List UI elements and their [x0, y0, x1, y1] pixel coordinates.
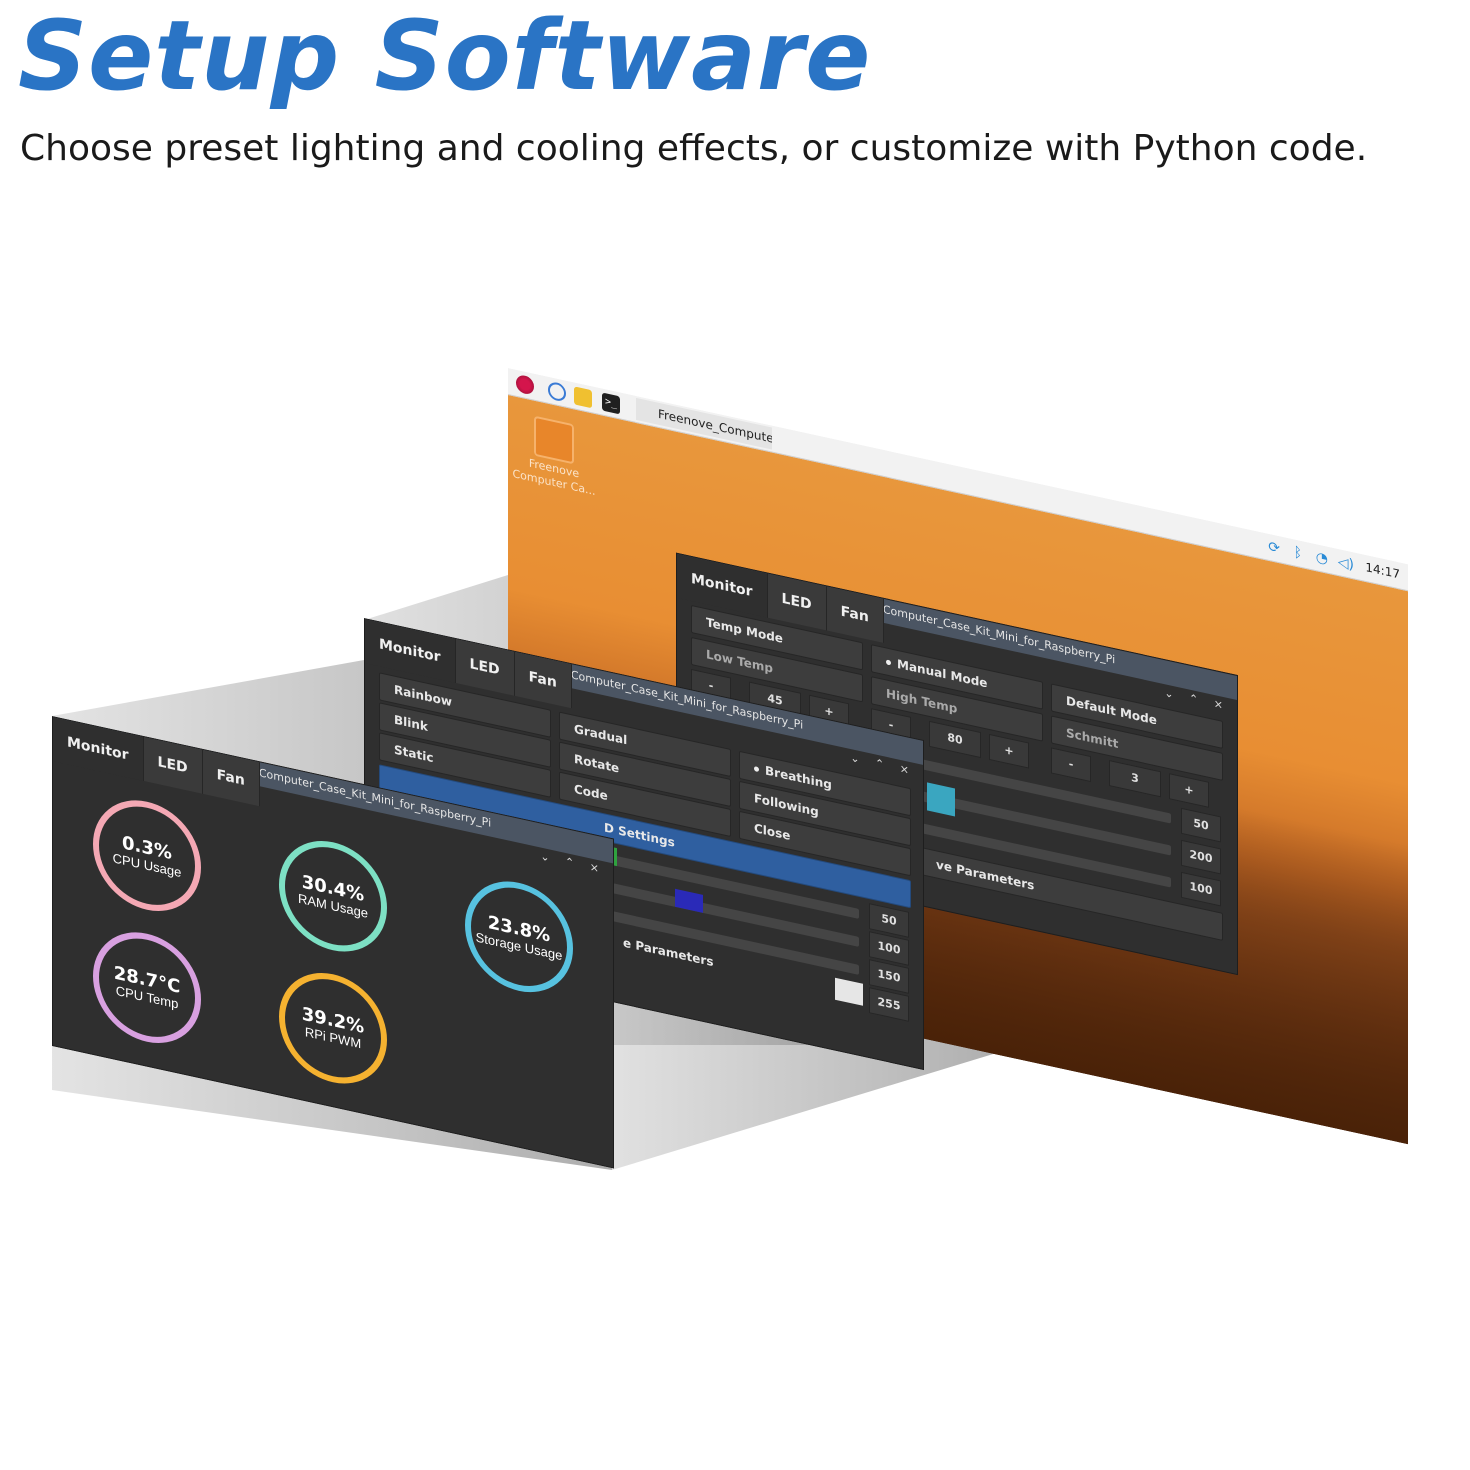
- page-title: Setup Software: [18, 0, 872, 112]
- schmitt-minus-button[interactable]: -: [1051, 747, 1091, 783]
- selected-radio-icon: [886, 659, 891, 666]
- cpu-temp-gauge: 28.7°C CPU Temp: [93, 921, 201, 1054]
- terminal-icon[interactable]: >_: [602, 392, 620, 415]
- cpu-usage-gauge: 0.3% CPU Usage: [93, 789, 201, 922]
- fan-slider-1-value: 50: [1181, 807, 1221, 843]
- schmitt-plus-button[interactable]: +: [1169, 773, 1209, 808]
- page-subtitle: Choose preset lighting and cooling effec…: [20, 128, 1368, 169]
- led-blue-swatch: [675, 888, 703, 913]
- storage-usage-gauge: 23.8% Storage Usage: [465, 871, 573, 1003]
- clock: 14:17: [1365, 559, 1400, 582]
- bluetooth-icon[interactable]: ᛒ: [1293, 544, 1302, 563]
- globe-icon[interactable]: [548, 380, 566, 403]
- ram-usage-gauge: 30.4% RAM Usage: [279, 830, 387, 963]
- fan-slider-2-value: 200: [1181, 839, 1221, 875]
- wifi-icon[interactable]: ◔: [1315, 549, 1328, 568]
- selected-radio-icon: [754, 766, 759, 773]
- led-white-swatch: [835, 977, 863, 1006]
- fan-slider-3-value: 100: [1181, 871, 1221, 907]
- folder-icon[interactable]: [574, 386, 592, 409]
- volume-icon[interactable]: ◁): [1337, 553, 1354, 574]
- raspberry-pi-icon[interactable]: [516, 373, 534, 396]
- rpi-pwm-gauge: 39.2% RPi PWM: [279, 962, 387, 1095]
- high-temp-plus-button[interactable]: +: [989, 733, 1029, 769]
- fan-color-swatch: [927, 782, 955, 817]
- freenove-app-icon[interactable]: [534, 415, 574, 465]
- sync-icon[interactable]: ⟳: [1268, 538, 1280, 558]
